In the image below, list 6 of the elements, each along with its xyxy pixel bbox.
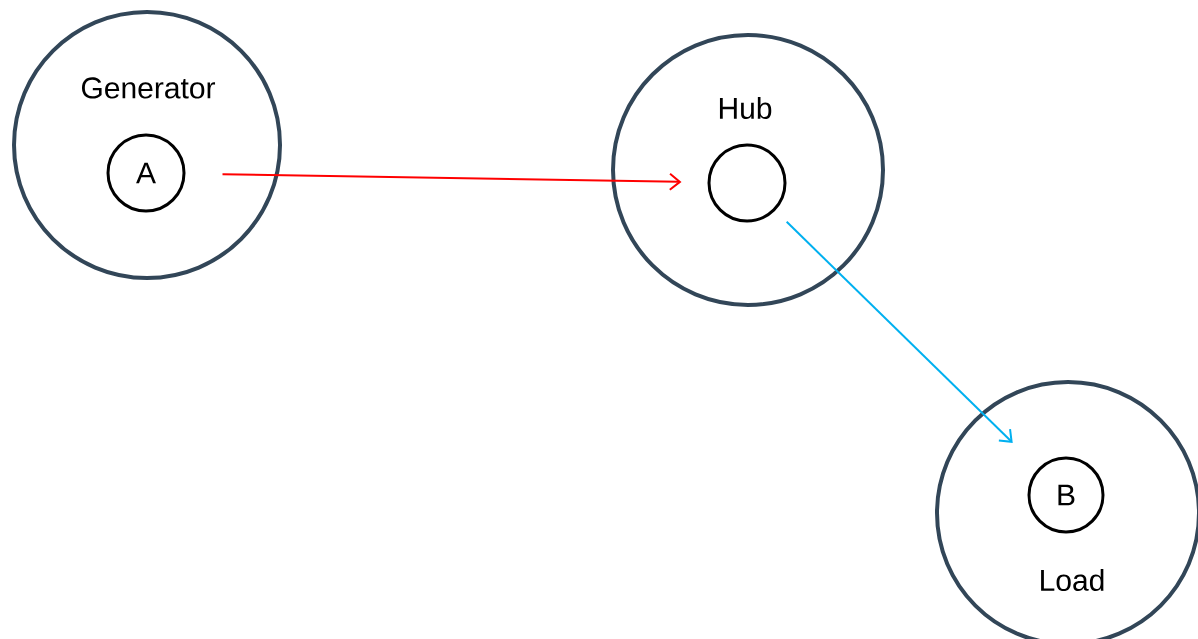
ring-node: Hub <box>611 33 885 307</box>
arrow <box>785 220 1013 443</box>
empty-circle <box>707 143 787 223</box>
arrow <box>221 172 682 191</box>
circle-node: B <box>1027 456 1105 534</box>
circle-node: A <box>106 133 186 213</box>
